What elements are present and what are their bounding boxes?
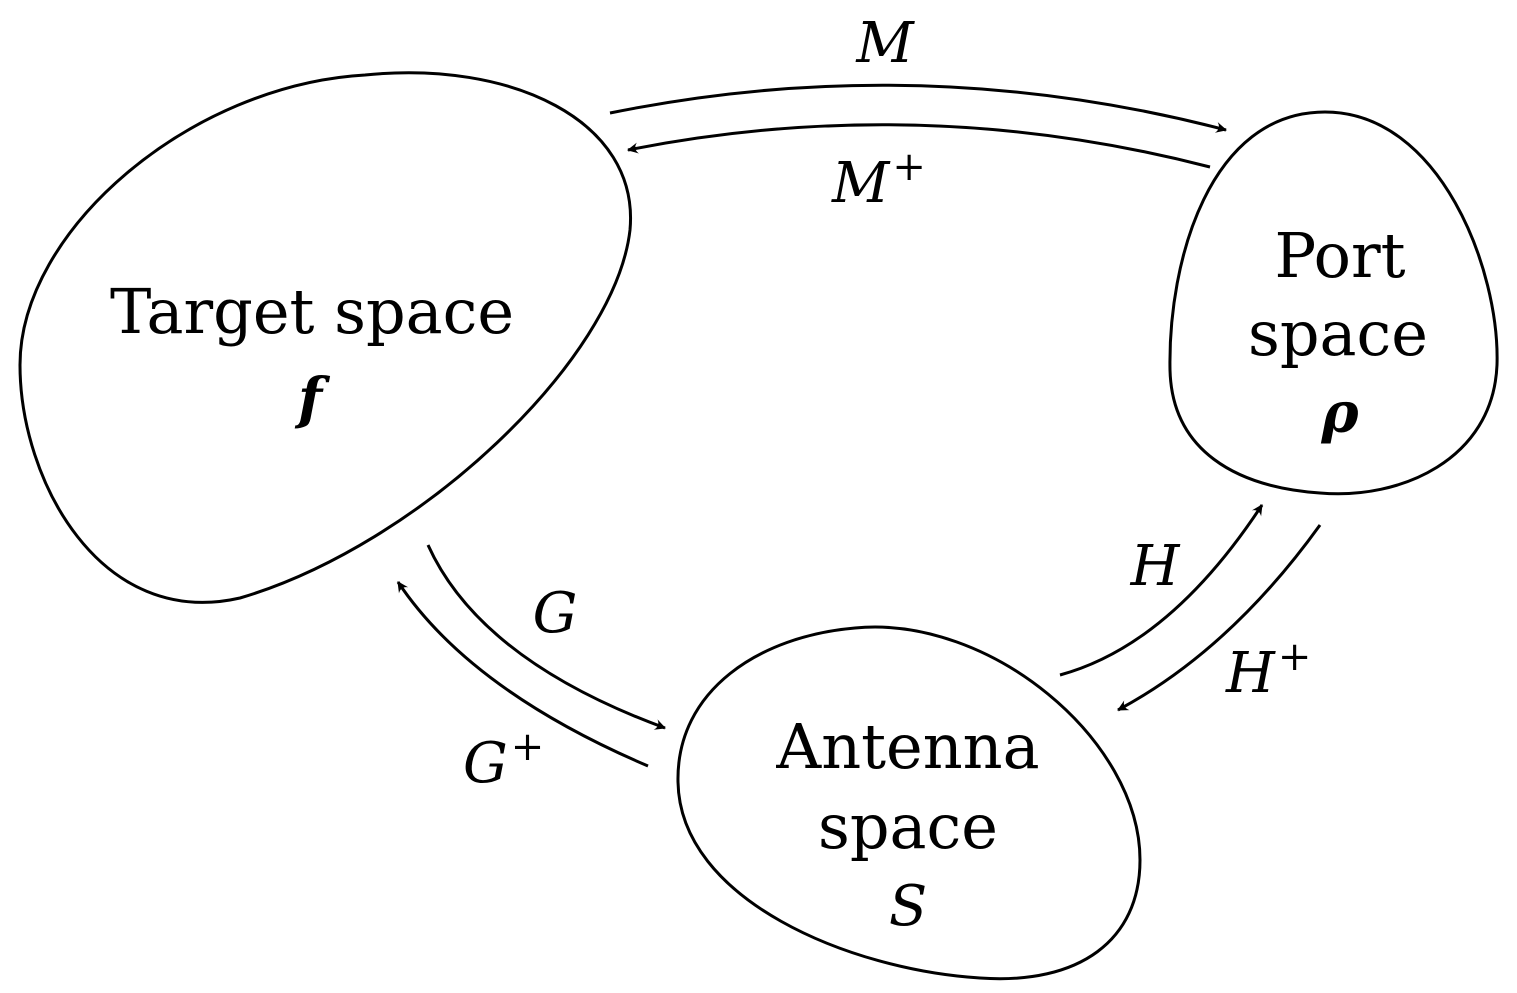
label-m: M xyxy=(855,11,915,76)
label-g-plus-base: G xyxy=(463,731,508,796)
label-m-base: M xyxy=(855,11,915,76)
label-g-plus-sup: + xyxy=(511,724,545,770)
label-g-plus: G+ xyxy=(463,724,544,796)
port-space-title-line1: Port xyxy=(1274,219,1405,292)
arrow-g xyxy=(426,544,666,730)
arrow-g-plus xyxy=(396,581,649,768)
label-h-base: H xyxy=(1130,534,1181,599)
antenna-space-title-line1: Antenna xyxy=(775,710,1039,783)
target-space-blob xyxy=(18,71,632,604)
arrow-h xyxy=(1059,504,1264,677)
arrow-m-plus xyxy=(627,123,1211,169)
label-h-plus-sup: + xyxy=(1278,634,1312,680)
port-space-title-line2: space xyxy=(1248,297,1428,370)
port-space-symbol: ρ xyxy=(1320,380,1359,446)
port-space-blob xyxy=(1168,110,1499,496)
label-g: G xyxy=(533,581,578,646)
label-m-plus: M+ xyxy=(831,144,926,216)
label-m-plus-base: M xyxy=(831,151,891,216)
target-space-title: Target space xyxy=(110,275,514,348)
arrow-h-plus xyxy=(1117,524,1322,712)
label-h-plus: H+ xyxy=(1225,634,1311,706)
label-g-base: G xyxy=(533,581,578,646)
label-h: H xyxy=(1130,534,1181,599)
antenna-space-title-line2: space xyxy=(818,790,998,863)
antenna-space-blob xyxy=(676,625,1142,981)
antenna-space-symbol: S xyxy=(889,874,927,939)
arrow-m xyxy=(609,83,1227,133)
label-h-plus-base: H xyxy=(1225,641,1276,706)
target-space-symbol: f xyxy=(294,366,331,432)
label-m-plus-sup: + xyxy=(892,144,926,190)
